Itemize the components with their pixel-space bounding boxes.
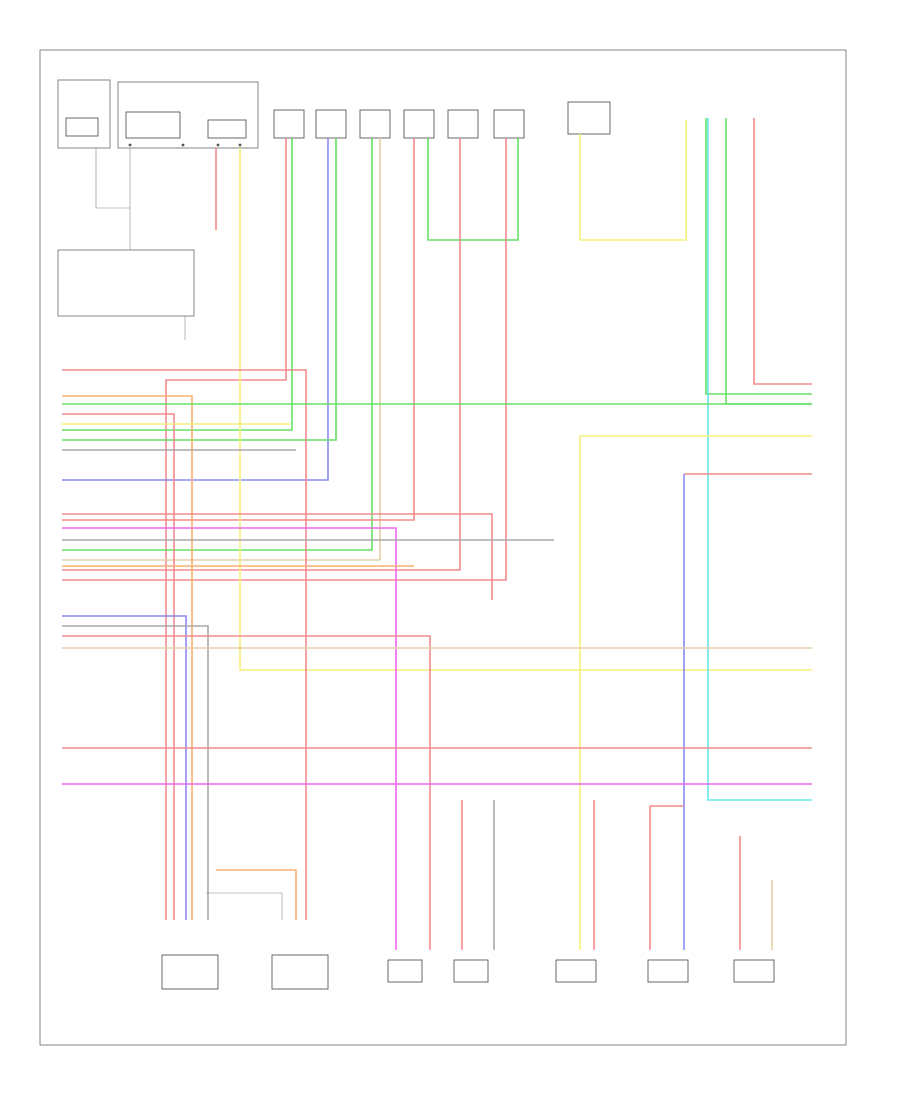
wire-magenta — [62, 527, 397, 950]
bottom-component-4 — [453, 959, 489, 983]
wire-green — [725, 118, 812, 405]
wires — [62, 118, 812, 950]
wire-cyan — [707, 118, 812, 801]
wire-red — [62, 138, 507, 581]
injector-2 — [315, 109, 347, 139]
wire-green — [62, 138, 337, 441]
connector-pin — [181, 143, 185, 147]
wire-green — [705, 118, 812, 395]
bottom-components — [161, 954, 775, 990]
diagram-frame — [39, 49, 847, 1046]
wire-red — [62, 413, 175, 920]
bottom-component-5 — [555, 959, 597, 983]
injector-1 — [273, 109, 305, 139]
wire-red — [62, 138, 415, 521]
component-1-outline — [57, 79, 111, 149]
injector-4 — [403, 109, 435, 139]
wire-tan — [62, 138, 381, 561]
injector-3 — [359, 109, 391, 139]
wire-green — [62, 138, 293, 431]
wire-yellow — [239, 148, 812, 671]
wire-red — [165, 138, 287, 920]
injector-5 — [447, 109, 479, 139]
component-1 — [65, 117, 99, 137]
ecm-note-box — [57, 249, 195, 317]
fuel-pump-module-outline — [117, 81, 259, 149]
wire-orange — [62, 395, 193, 920]
wire-gray — [62, 625, 209, 920]
connector-pin — [128, 143, 132, 147]
wire-gray — [95, 148, 131, 209]
fuel-pump — [125, 111, 181, 139]
wire-blue — [62, 138, 329, 481]
bottom-component-2 — [271, 954, 329, 990]
wire-yellow — [579, 120, 687, 241]
bottom-component-7 — [733, 959, 775, 983]
top-components — [57, 79, 611, 317]
sensor-top-right — [567, 101, 611, 135]
wire-red — [62, 513, 493, 600]
wire-blue — [62, 615, 187, 920]
bottom-component-6 — [647, 959, 689, 983]
wire-red — [62, 138, 461, 571]
connector-pin — [238, 143, 242, 147]
connector-pin — [216, 143, 220, 147]
wire-red — [62, 369, 307, 920]
bottom-component-3 — [387, 959, 423, 983]
wire-red — [62, 635, 431, 950]
fuel-level-sender — [207, 119, 247, 139]
wire-red — [649, 805, 684, 950]
bottom-component-1 — [161, 954, 219, 990]
wire-green — [62, 138, 373, 551]
wire-orange — [216, 869, 297, 920]
wire-green — [427, 138, 519, 241]
wire-red — [753, 118, 812, 385]
wire-gray — [206, 892, 283, 920]
injector-6 — [493, 109, 525, 139]
